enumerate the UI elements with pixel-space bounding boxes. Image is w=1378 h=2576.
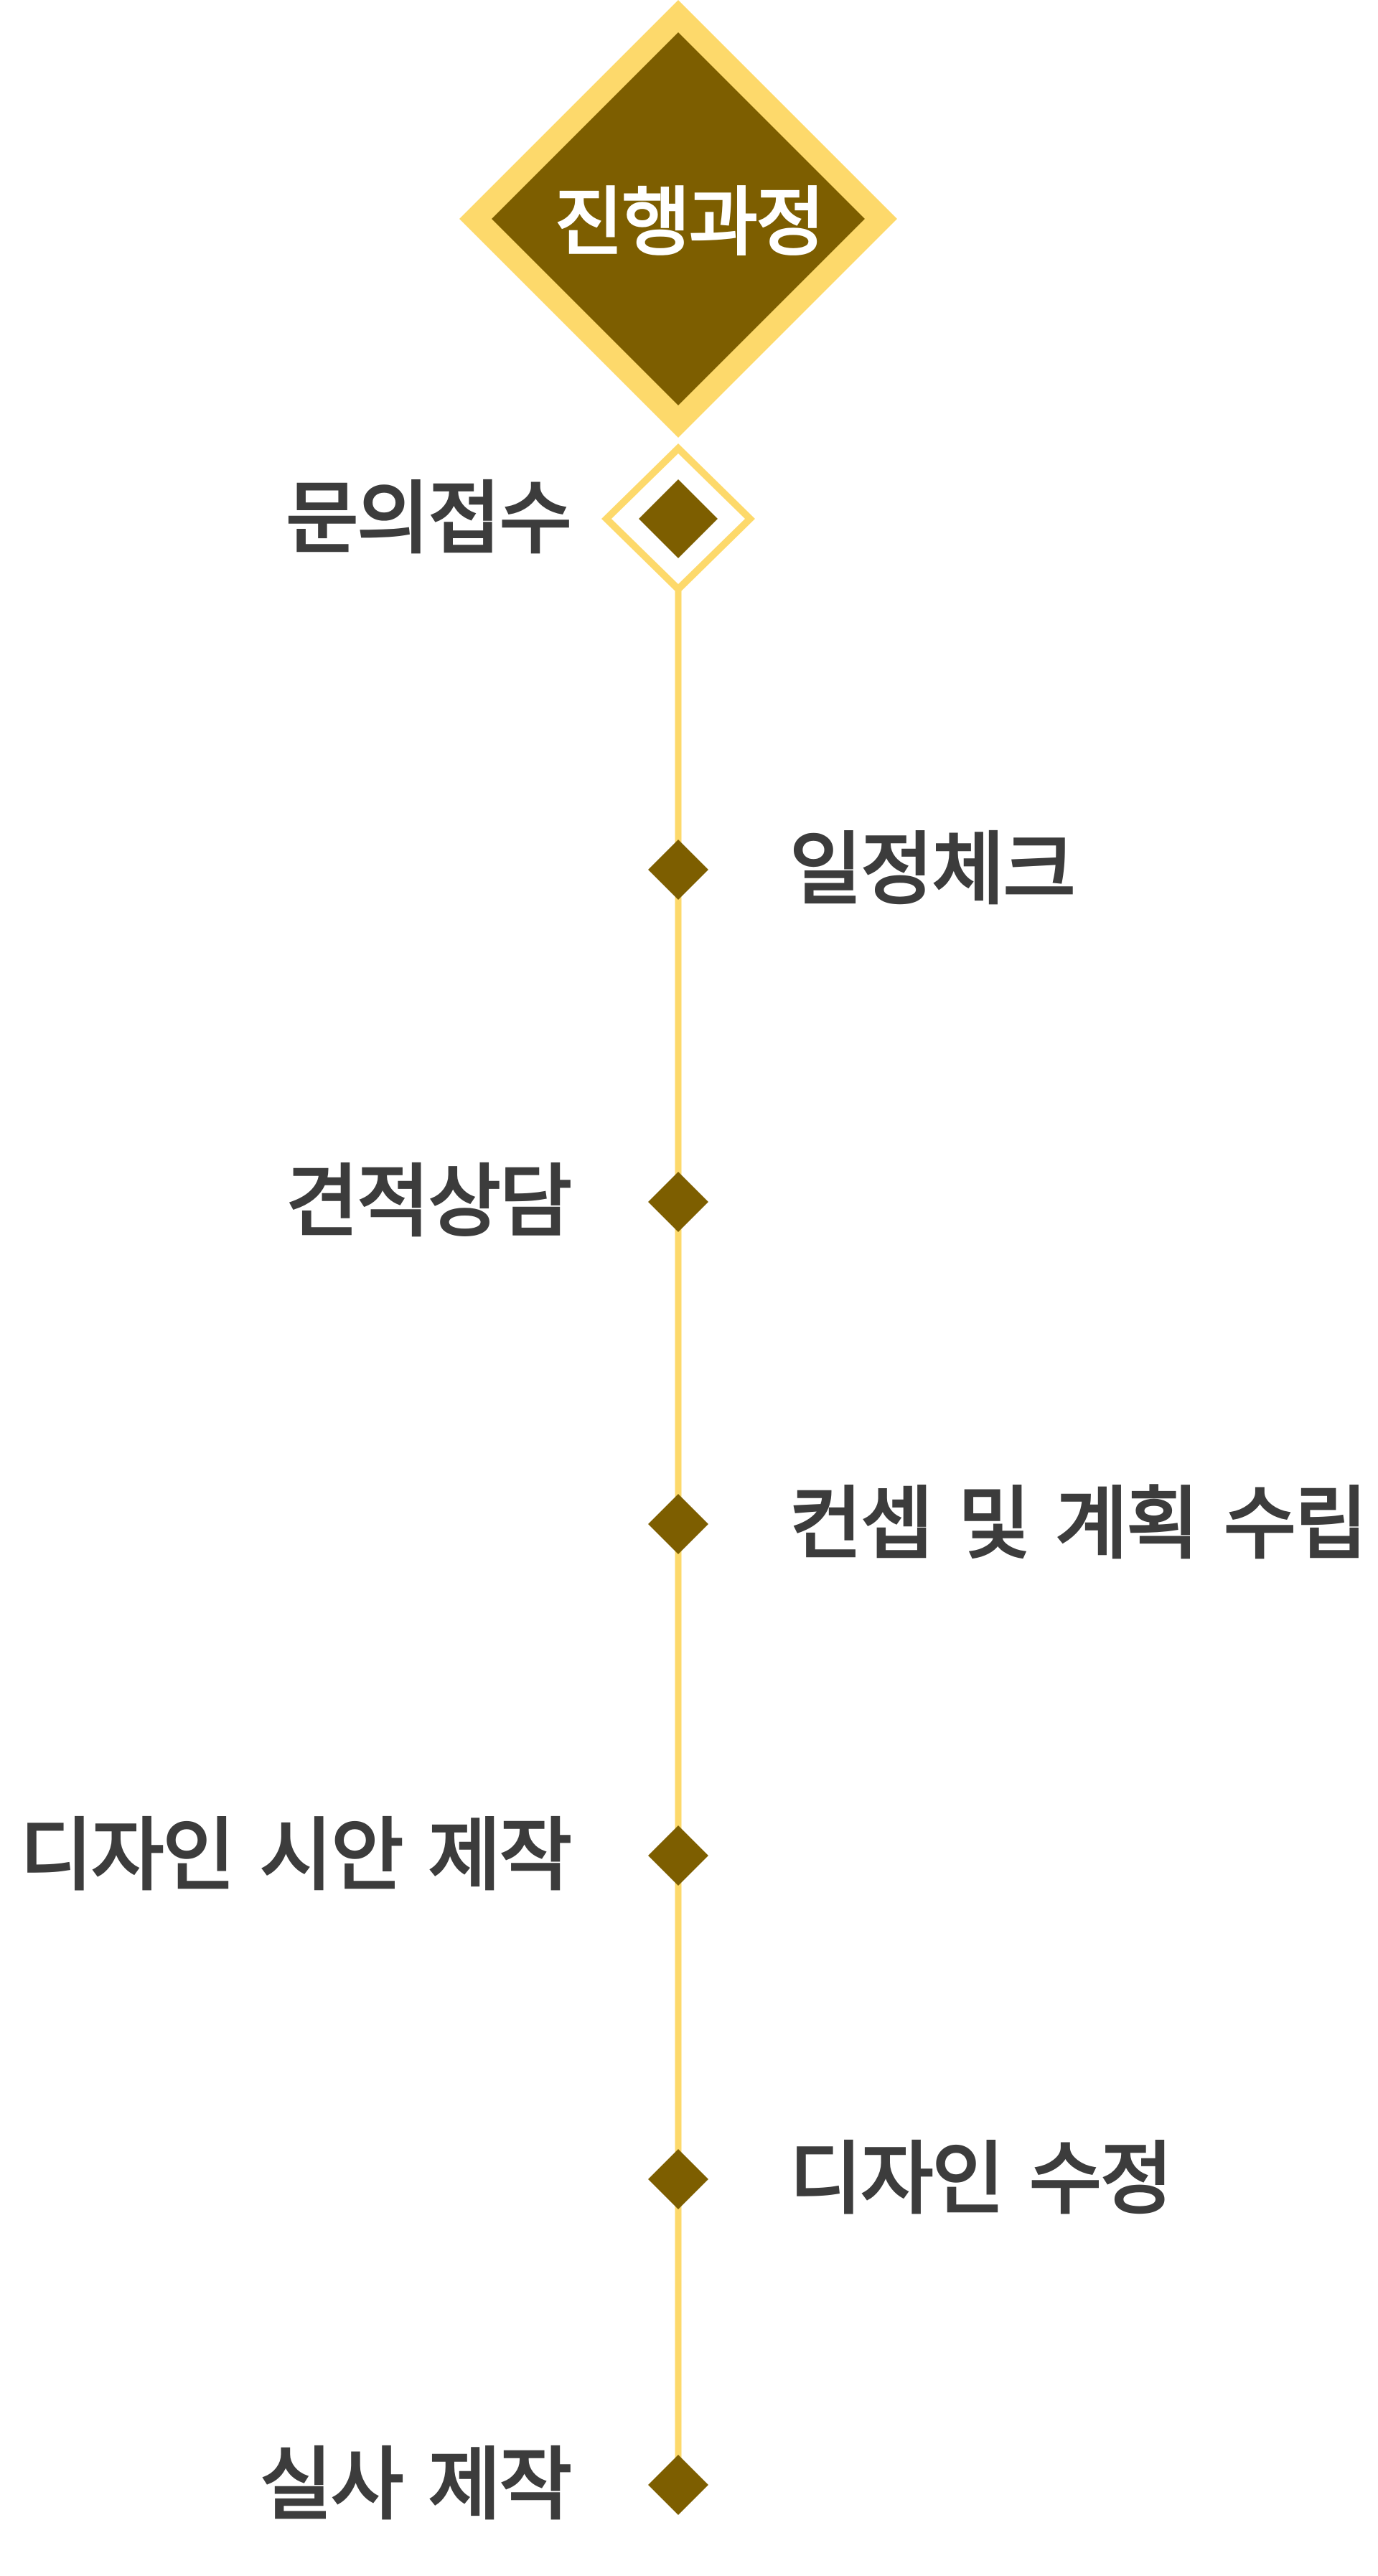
step-4-marker bbox=[648, 1494, 708, 1554]
step-label-inquiry: 문의접수 bbox=[286, 473, 572, 565]
step-5-marker bbox=[648, 1825, 708, 1886]
step-7-marker bbox=[648, 2455, 708, 2515]
step-6-marker bbox=[648, 2149, 708, 2209]
step-1-marker-core bbox=[639, 479, 718, 558]
diagram-title: 진행과정 bbox=[554, 179, 825, 266]
title-diamond-inner bbox=[492, 32, 865, 405]
step-label-design-revision: 디자인 수정 bbox=[789, 2133, 1173, 2225]
step-label-estimate-consult: 견적상담 bbox=[286, 1156, 572, 1248]
step-label-design-draft: 디자인 시안 제작 bbox=[20, 1810, 572, 1902]
step-2-marker bbox=[648, 840, 708, 900]
step-label-concept-planning: 컨셉 및 계획 수립 bbox=[789, 1478, 1367, 1570]
step-label-schedule-check: 일정체크 bbox=[789, 824, 1076, 916]
step-3-marker bbox=[648, 1172, 708, 1232]
step-label-production: 실사 제작 bbox=[259, 2439, 572, 2531]
